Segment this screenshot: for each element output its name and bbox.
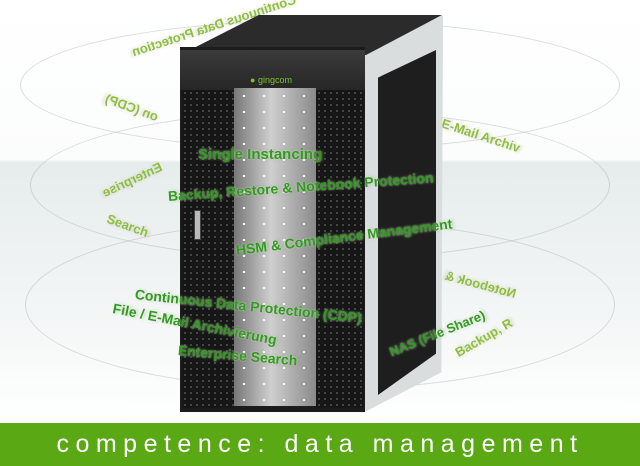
tagline-text: competence: data management <box>56 430 584 458</box>
tagline-banner: competence: data management <box>0 423 640 466</box>
cabinet-door <box>234 88 316 406</box>
logo-text: gingcom <box>257 75 292 85</box>
perforated-panel-right <box>316 90 364 408</box>
cabinet-side-panel <box>378 50 436 395</box>
brand-logo: ● gingcom <box>250 75 292 85</box>
perforated-panel-left <box>182 90 234 408</box>
door-handle <box>194 210 201 240</box>
cabinet-header <box>180 50 365 90</box>
feature-label: Single Instancing <box>198 146 323 163</box>
product-scene: Continuous Data Protection on (CDP) E-Ma… <box>0 0 640 423</box>
